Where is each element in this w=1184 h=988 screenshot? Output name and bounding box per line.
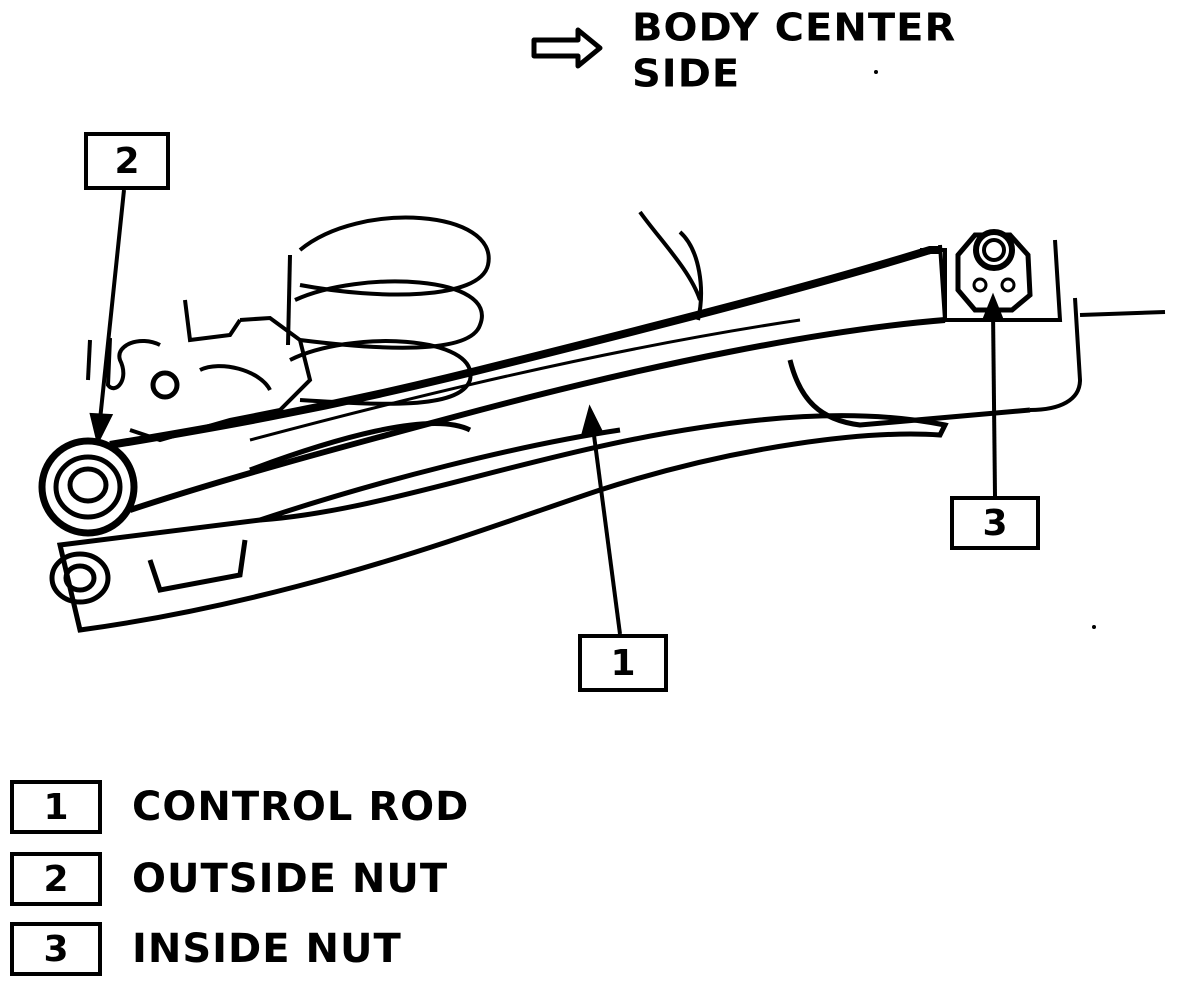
direction-label-line1: BODY CENTER — [632, 6, 957, 50]
legend-label-outside-nut: OUTSIDE NUT — [132, 856, 449, 902]
stray-dot — [1092, 625, 1096, 629]
control-rod — [109, 246, 947, 513]
legend-number-2: 2 — [10, 852, 102, 906]
legend-number-3: 3 — [10, 922, 102, 976]
legend-label-inside-nut: INSIDE NUT — [132, 926, 402, 972]
legend-number-1: 1 — [10, 780, 102, 834]
leader-lines — [89, 189, 1004, 635]
outside-nut — [38, 437, 138, 537]
direction-arrow-icon — [531, 27, 603, 69]
lower-arm — [56, 359, 1031, 633]
direction-label-line2: SIDE — [632, 52, 741, 96]
callout-1: 1 — [578, 634, 668, 692]
callout-2: 2 — [84, 132, 170, 190]
callout-3: 3 — [950, 496, 1040, 550]
inside-nut — [955, 229, 1033, 313]
legend-label-control-rod: CONTROL ROD — [132, 784, 470, 830]
stray-dot — [874, 70, 878, 74]
lower-bushing — [49, 551, 111, 605]
